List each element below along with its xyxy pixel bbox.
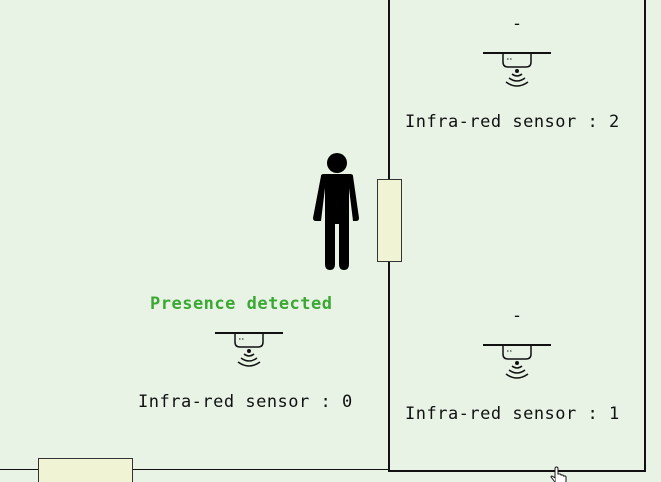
- door-between-rooms[interactable]: [377, 179, 402, 262]
- sensor-1-status: -: [511, 306, 523, 326]
- wall-bottom-left: [0, 469, 390, 470]
- hand-pointer-icon: [550, 466, 567, 482]
- door-bottom-entrance[interactable]: [38, 458, 133, 482]
- sensor-1-label: Infra-red sensor : 1: [405, 404, 620, 424]
- room-right: [388, 0, 646, 472]
- sensor-0-status: Presence detected: [150, 294, 333, 314]
- person-icon[interactable]: [312, 152, 360, 272]
- ceiling-ir-sensor-icon[interactable]: [481, 342, 553, 384]
- sensor-0-label: Infra-red sensor : 0: [138, 392, 353, 412]
- sensor-2-status: -: [511, 14, 523, 34]
- ceiling-ir-sensor-icon[interactable]: [213, 330, 285, 372]
- ceiling-ir-sensor-icon[interactable]: [481, 50, 553, 92]
- sensor-2-label: Infra-red sensor : 2: [405, 112, 620, 132]
